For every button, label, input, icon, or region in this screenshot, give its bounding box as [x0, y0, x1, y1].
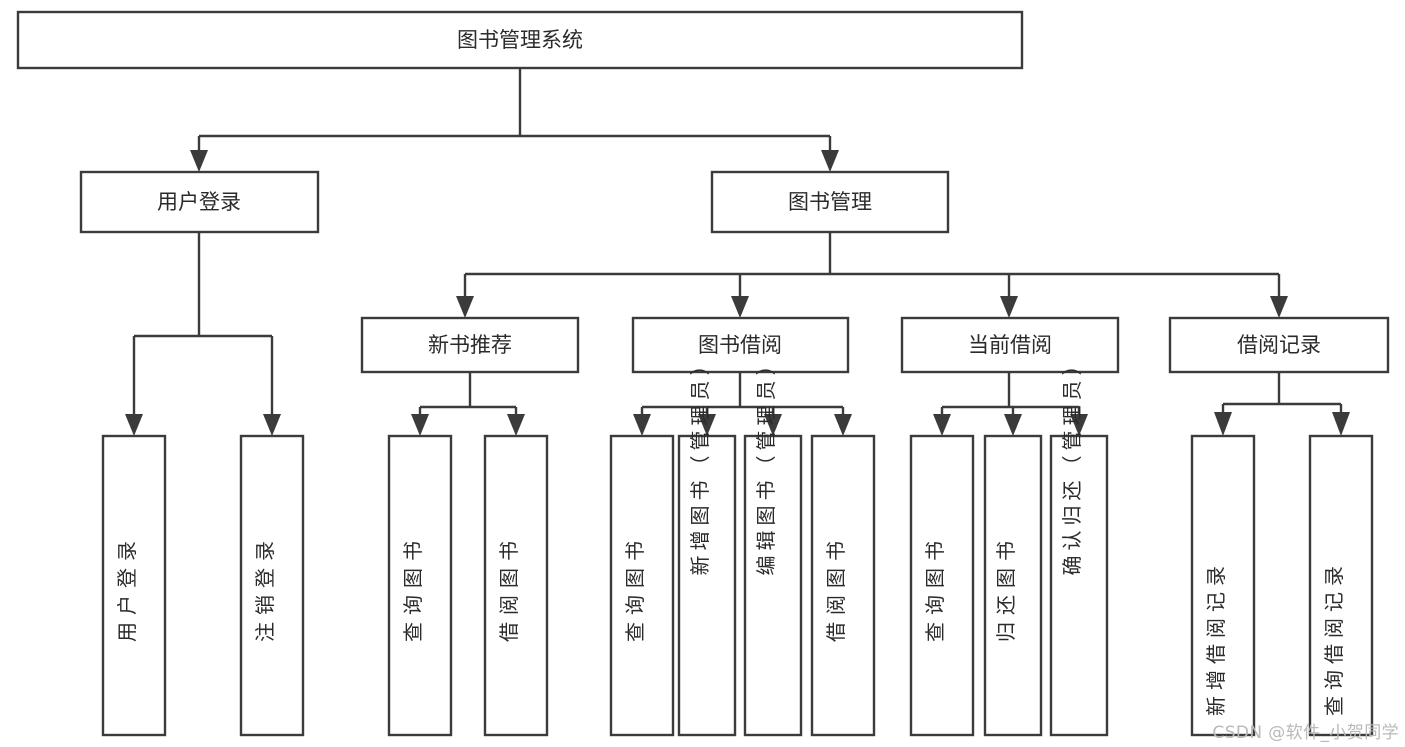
leaf-node-bb-add-book[interactable]: 新增图书（管理员） [677, 351, 737, 737]
node-book-management-label: 图书管理 [788, 190, 872, 214]
leaf-node-nb-borrow-book-label: 借阅图书 [497, 534, 521, 642]
node-borrow-record-label: 借阅记录 [1237, 333, 1321, 357]
leaf-node-cb-return-book[interactable]: 归还图书 [983, 434, 1043, 737]
node-book-management-box[interactable] [710, 170, 950, 234]
leaf-node-cb-query-book-label: 查询图书 [923, 534, 947, 642]
leaf-node-br-add-record-label: 新增借阅记录 [1204, 560, 1228, 716]
leaf-node-cb-confirm-return[interactable]: 确认归还（管理员） [1049, 351, 1109, 737]
node-borrow-record[interactable]: 借阅记录 [1168, 316, 1390, 374]
leaf-node-nb-query-book-label: 查询图书 [401, 534, 425, 642]
arrowhead-leaf-nb-1 [411, 414, 429, 436]
arrowhead-leaf-bb-4 [834, 414, 852, 436]
leaf-node-cb-query-book-box[interactable] [909, 434, 975, 737]
leaf-node-nb-borrow-book[interactable]: 借阅图书 [483, 434, 549, 737]
leaf-node-bb-borrow-book-box[interactable] [810, 434, 876, 737]
leaf-node-cb-query-book[interactable]: 查询图书 [909, 434, 975, 737]
leaf-node-cb-confirm-return-box[interactable] [1049, 434, 1109, 737]
arrowhead-leaf-cb-1 [933, 414, 951, 436]
node-current-borrow-label: 当前借阅 [968, 333, 1052, 357]
leaf-node-cb-return-book-label: 归还图书 [994, 534, 1018, 642]
node-current-borrow-box[interactable] [900, 316, 1120, 374]
arrowhead-leaf-bb-1 [633, 414, 651, 436]
node-user-login[interactable]: 用户登录 [79, 170, 320, 234]
leaf-node-nb-query-book[interactable]: 查询图书 [387, 434, 453, 737]
leaf-node-bb-edit-book[interactable]: 编辑图书（管理员） [743, 351, 803, 737]
arrowhead-borrow-record [1270, 296, 1288, 318]
leaf-node-user-login-box[interactable] [101, 434, 167, 737]
node-book-borrow[interactable]: 图书借阅 [631, 316, 850, 374]
arrowhead-leaf-cb-3 [1070, 414, 1088, 436]
leaf-node-bb-query-book-box[interactable] [609, 434, 675, 737]
leaf-node-bb-borrow-book-label: 借阅图书 [824, 534, 848, 642]
leaf-node-bb-borrow-book[interactable]: 借阅图书 [810, 434, 876, 737]
leaf-node-user-login[interactable]: 用户登录 [101, 434, 167, 737]
leaf-node-br-query-record-box[interactable] [1308, 434, 1374, 737]
leaf-node-logout-box[interactable] [239, 434, 305, 737]
node-new-book-recommend-box[interactable] [360, 316, 580, 374]
leaf-node-br-add-record[interactable]: 新增借阅记录 [1190, 434, 1256, 737]
arrowhead-book-mgmt [821, 150, 839, 172]
leaf-node-bb-add-book-box[interactable] [677, 434, 737, 737]
leaf-node-nb-query-book-box[interactable] [387, 434, 453, 737]
node-current-borrow[interactable]: 当前借阅 [900, 316, 1120, 374]
leaf-node-br-query-record[interactable]: 查询借阅记录 [1308, 434, 1374, 737]
leaf-node-br-query-record-label: 查询借阅记录 [1322, 560, 1346, 716]
node-book-management[interactable]: 图书管理 [710, 170, 950, 234]
leaf-node-br-add-record-box[interactable] [1190, 434, 1256, 737]
leaf-node-nb-borrow-book-box[interactable] [483, 434, 549, 737]
arrowhead-leaf-bb-3 [764, 414, 782, 436]
arrowhead-leaf-user-login [125, 414, 143, 436]
csdn-watermark: CSDN @软件_小贺同学 [1212, 723, 1399, 743]
leaf-node-cb-confirm-return-label: 确认归还（管理员） [1060, 351, 1084, 576]
leaf-node-bb-query-book[interactable]: 查询图书 [609, 434, 675, 737]
node-new-book-recommend[interactable]: 新书推荐 [360, 316, 580, 374]
leaf-node-logout-label: 注销登录 [253, 534, 277, 642]
leaf-node-user-login-label: 用户登录 [115, 534, 139, 642]
leaf-node-logout[interactable]: 注销登录 [239, 434, 305, 737]
leaf-node-bb-add-book-label: 新增图书（管理员） [688, 351, 712, 576]
node-new-book-recommend-label: 新书推荐 [428, 333, 512, 357]
arrowhead-leaf-bb-2 [698, 414, 716, 436]
arrowhead-layer [125, 150, 1350, 436]
arrowhead-leaf-nb-2 [507, 414, 525, 436]
node-book-borrow-box[interactable] [631, 316, 850, 374]
arrowhead-leaf-br-2 [1332, 412, 1350, 436]
node-borrow-record-box[interactable] [1168, 316, 1390, 374]
node-root-book-management-system[interactable]: 图书管理系统 [16, 10, 1024, 70]
node-root-box[interactable] [16, 10, 1024, 70]
arrowhead-leaf-br-1 [1214, 412, 1232, 436]
arrowhead-leaf-logout [263, 414, 281, 436]
leaf-node-bb-query-book-label: 查询图书 [623, 534, 647, 642]
leaf-node-bb-edit-book-box[interactable] [743, 434, 803, 737]
arrowhead-user-login [190, 150, 208, 172]
leaf-node-cb-return-book-box[interactable] [983, 434, 1043, 737]
arrowhead-leaf-cb-2 [1004, 414, 1022, 436]
arrowhead-new-book [456, 296, 474, 318]
node-root-label: 图书管理系统 [457, 28, 583, 52]
node-user-login-label: 用户登录 [157, 190, 241, 214]
arrowhead-current-borrow [1000, 296, 1018, 318]
node-book-borrow-label: 图书借阅 [698, 333, 782, 357]
leaf-node-bb-edit-book-label: 编辑图书（管理员） [754, 351, 778, 576]
node-user-login-box[interactable] [79, 170, 320, 234]
arrowhead-book-borrow [731, 296, 749, 318]
